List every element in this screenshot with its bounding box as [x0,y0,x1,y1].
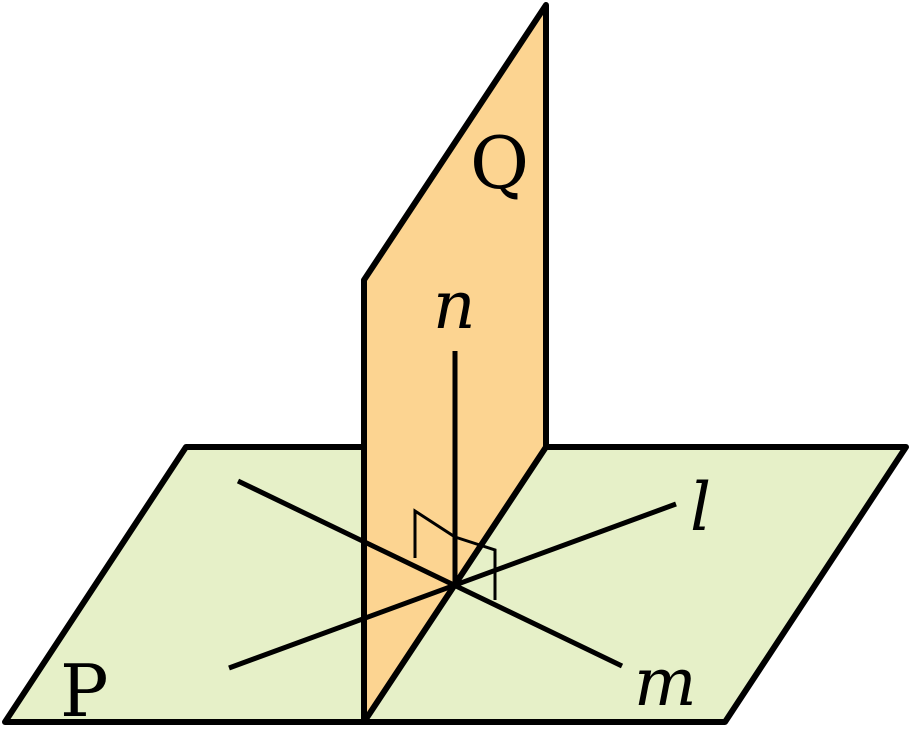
label-line-l: l [690,469,711,546]
line-m [236,478,624,669]
right-angle-marker-right [454,535,497,600]
label-plane-p: P [60,649,108,733]
right-angle-marker-left [413,508,456,558]
label-plane-q: Q [470,121,529,205]
label-line-m: m [634,644,697,721]
label-line-n: n [433,267,476,344]
